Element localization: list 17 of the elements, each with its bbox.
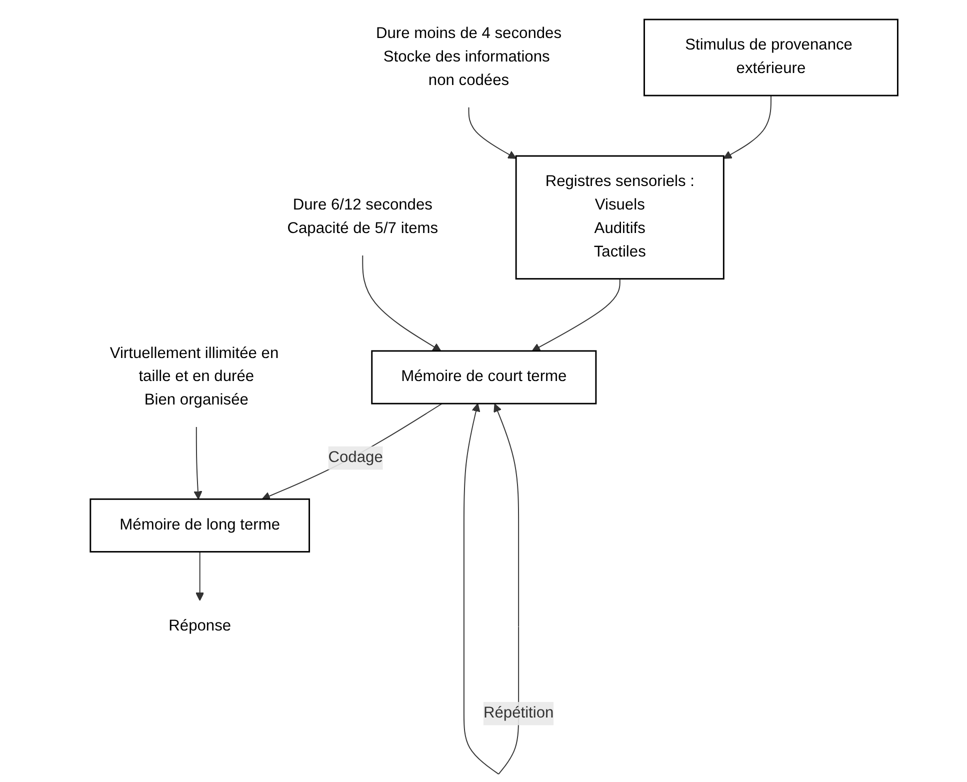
- node-box: Mémoire de long terme: [90, 498, 310, 552]
- arrow: [262, 403, 442, 500]
- arrow: [195, 551, 204, 601]
- node-box: Mémoire de court terme: [370, 350, 596, 404]
- node-box: Stimulus de provenance extérieure: [643, 18, 898, 96]
- node-text: Dure moins de 4 secondes Stocke des informations non codées: [376, 25, 562, 89]
- arrow: [362, 254, 442, 352]
- arrow: [532, 278, 620, 352]
- node-text: Dure 6/12 secondes Capacité de 5/7 items: [287, 196, 438, 237]
- arrow: [468, 106, 516, 159]
- edge-label: Répétition: [483, 704, 554, 722]
- edge-label: Codage: [328, 449, 383, 466]
- node-text: Virtuellement illimitée en taille et en durée Bien organisée: [110, 345, 278, 408]
- node-box: Registres sensoriels : Visuels Auditifs Tactiles: [515, 155, 724, 280]
- node-text: Réponse: [168, 618, 231, 635]
- arrow: [194, 426, 202, 500]
- arrow: [723, 95, 772, 159]
